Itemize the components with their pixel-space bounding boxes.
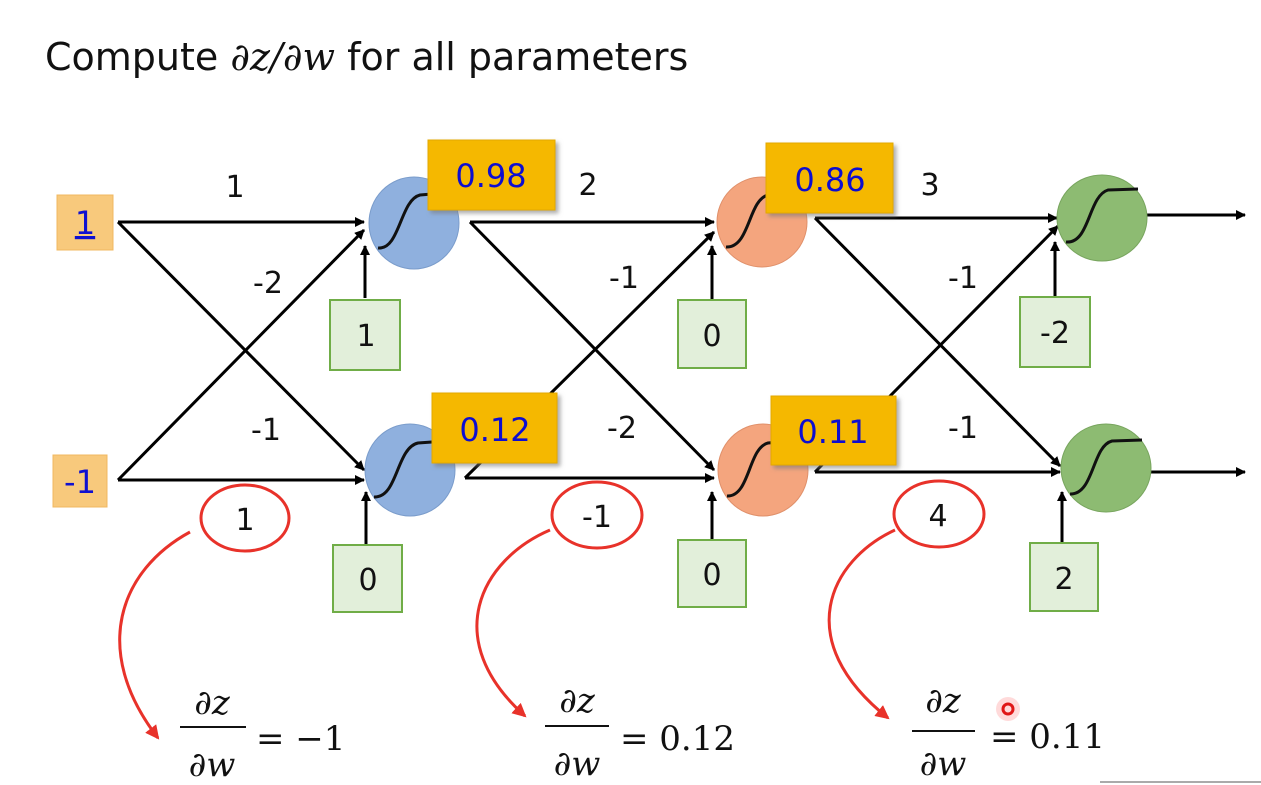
svg-text:0.12: 0.12 xyxy=(459,411,530,449)
svg-text:= 0.11: = 0.11 xyxy=(990,717,1105,757)
svg-text:2: 2 xyxy=(1054,562,1073,597)
sigmoid-icon xyxy=(726,440,781,498)
svg-text:0: 0 xyxy=(702,558,721,593)
bias-l1-top: 1 xyxy=(329,299,401,371)
highlight-circle xyxy=(199,483,291,553)
red-arrow xyxy=(118,530,191,740)
formula-2: ∂z ∂w = 0.12 xyxy=(545,681,735,784)
highlight-circle xyxy=(550,480,644,550)
svg-text:∂z: ∂z xyxy=(559,681,596,721)
output-value-l1-top: 0.98 xyxy=(427,139,556,211)
svg-text:0.98: 0.98 xyxy=(455,157,526,195)
bias-l2-bottom: 0 xyxy=(677,539,747,608)
weight-label: -2 xyxy=(607,411,637,446)
svg-text:∂z: ∂z xyxy=(925,681,962,721)
bias-l1-bottom: 0 xyxy=(332,544,403,613)
svg-text:= −1: = −1 xyxy=(256,719,345,759)
bias-l2-top: 0 xyxy=(677,299,747,369)
input-node-1: 1 xyxy=(56,194,114,251)
neuron-layer3-top xyxy=(1056,174,1148,262)
sigmoid-icon xyxy=(373,440,433,499)
bias-l3-top: -2 xyxy=(1019,296,1091,368)
edges-layer-2 xyxy=(463,217,717,540)
red-arrow xyxy=(475,528,551,718)
weight-label: -1 xyxy=(948,261,978,296)
svg-text:0: 0 xyxy=(358,563,377,598)
sigmoid-icon xyxy=(377,192,433,250)
weight-label: -1 xyxy=(948,411,978,446)
bias-l3-bottom: 2 xyxy=(1029,542,1099,612)
svg-text:∂w: ∂w xyxy=(189,745,236,785)
formula-1: ∂z ∂w = −1 xyxy=(180,683,345,785)
highlight-circle xyxy=(892,479,986,549)
weight-label: -1 xyxy=(609,261,639,296)
svg-text:∂w: ∂w xyxy=(920,744,967,784)
output-value-l2-bottom: 0.11 xyxy=(770,395,897,466)
formula-3: ∂z ∂w = 0.11 xyxy=(912,681,1105,784)
laser-pointer-icon xyxy=(996,697,1020,721)
output-value-l1-bottom: 0.12 xyxy=(431,392,558,464)
red-arrow xyxy=(827,528,896,720)
svg-text:0.86: 0.86 xyxy=(794,161,865,199)
weight-label: 3 xyxy=(920,168,939,203)
weight-label-highlighted: -1 xyxy=(582,500,612,535)
neuron-layer3-bottom xyxy=(1060,423,1152,513)
edges-layer-3 xyxy=(813,210,1246,543)
edges-layer-1 xyxy=(116,217,371,545)
svg-text:1: 1 xyxy=(356,319,375,354)
weight-label: 2 xyxy=(578,168,597,203)
svg-text:-2: -2 xyxy=(1040,316,1070,351)
svg-text:∂w: ∂w xyxy=(554,744,601,784)
svg-text:0: 0 xyxy=(702,319,721,354)
svg-text:1: 1 xyxy=(75,204,95,242)
page-title: Compute ∂z/∂w for all parameters xyxy=(45,35,688,79)
weight-label-highlighted: 4 xyxy=(928,499,947,534)
input-node-2: -1 xyxy=(52,454,108,508)
weight-label-highlighted: 1 xyxy=(235,503,254,538)
output-value-l2-top: 0.86 xyxy=(765,142,894,214)
weight-label: -2 xyxy=(253,266,283,301)
weight-label: -1 xyxy=(251,413,281,448)
svg-text:∂z: ∂z xyxy=(194,683,231,723)
svg-text:= 0.12: = 0.12 xyxy=(620,719,735,759)
weight-label: 1 xyxy=(225,170,244,205)
svg-text:-1: -1 xyxy=(64,463,96,501)
highlight-annotations xyxy=(118,479,986,740)
svg-text:0.11: 0.11 xyxy=(797,413,868,451)
sigmoid-icon xyxy=(1069,438,1143,496)
sigmoid-icon xyxy=(1065,187,1139,244)
